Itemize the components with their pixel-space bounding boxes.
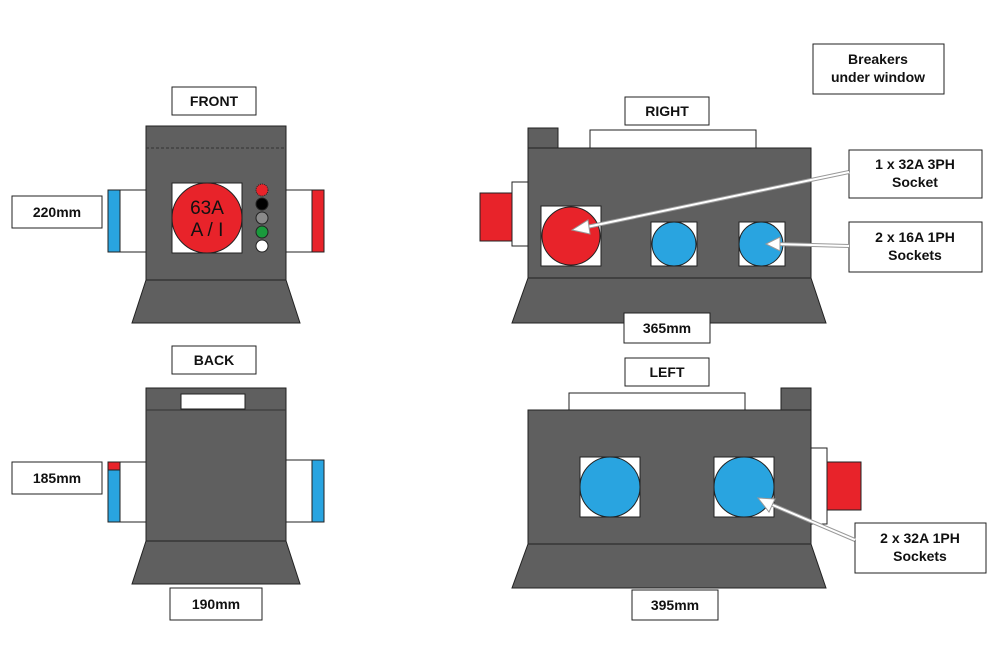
callout-32a-1ph-line2: Sockets: [893, 548, 947, 564]
arrow-16a-line: [774, 243, 850, 247]
callout-32a-1ph-box: [854, 522, 987, 574]
front-title-box: [171, 86, 257, 116]
front-left-socket-blue: [107, 189, 121, 253]
right-socket-16a-1: [651, 221, 697, 267]
right-dimension-box: [623, 312, 711, 344]
callout-32a-3ph-line2: Socket: [892, 174, 938, 190]
arrow-32a-3ph-line: [581, 171, 850, 229]
right-view: RIGHT 365mm: [479, 96, 827, 344]
callout-breakers-line2: under window: [831, 69, 925, 85]
right-hinge-block: [527, 127, 559, 151]
left-inlet-red: [826, 461, 862, 511]
left-inlet-stub: [810, 447, 828, 525]
arrow-16a-head: [764, 236, 781, 252]
front-view: FRONT 63A A / I 220mm: [11, 86, 325, 324]
left-view: LEFT 395mm: [511, 357, 862, 621]
callout-16a-1ph-box: [848, 221, 983, 273]
callout-32a-3ph-line1: 1 x 32A 3PH: [875, 156, 955, 172]
front-indicator-green: [255, 225, 269, 239]
front-right-socket-red: [311, 189, 325, 253]
back-base: [131, 540, 301, 585]
back-view: BACK 185mm 190mm: [11, 345, 325, 621]
left-base: [511, 543, 827, 589]
back-side-dimension: 185mm: [33, 470, 81, 486]
callout-breakers-line1: Breakers: [848, 51, 908, 67]
callout-32a-3ph-box: [848, 149, 983, 199]
back-width-dimension: 190mm: [192, 596, 240, 612]
right-dimension: 365mm: [643, 320, 691, 336]
front-breaker-amps: 63A: [190, 198, 224, 219]
callout-32a-1ph-line1: 2 x 32A 1PH: [880, 530, 960, 546]
front-base: [131, 279, 301, 324]
back-body: [145, 387, 287, 542]
left-window-lid: [568, 392, 746, 411]
right-socket-32a-3ph: [541, 206, 601, 266]
back-right-inlet-blue: [311, 459, 325, 523]
front-indicator-white: [255, 239, 269, 253]
back-left-inlet-red: [107, 461, 121, 471]
front-dimension-box: [11, 195, 103, 229]
arrow-32a-3ph-head: [570, 219, 591, 235]
left-socket-32a-1ph-2: [713, 456, 775, 518]
back-side-dimension-box: [11, 461, 103, 495]
front-indicator-grey: [255, 211, 269, 225]
left-title-box: [624, 357, 710, 387]
right-title-box: [624, 96, 710, 126]
front-title: FRONT: [190, 93, 239, 109]
front-breaker-mode: A / I: [191, 220, 224, 241]
callout-16a-1ph-line1: 2 x 16A 1PH: [875, 229, 955, 245]
right-inlet-red: [479, 192, 513, 242]
callout-16a-1ph-line2: Sockets: [888, 247, 942, 263]
back-title-box: [171, 345, 257, 375]
left-hinge-block: [780, 387, 812, 411]
callout-breakers-box: [812, 43, 945, 95]
left-dimension-box: [631, 589, 719, 621]
right-inlet-stub: [511, 181, 531, 247]
callout-arrows: [570, 170, 856, 542]
left-title: LEFT: [650, 364, 685, 380]
left-socket-32a-1ph-1: [579, 456, 641, 518]
back-title: BACK: [194, 352, 234, 368]
back-left-inlet-blue: [107, 469, 121, 523]
front-indicator-black: [255, 197, 269, 211]
arrow-32a-1ph-head: [756, 497, 776, 513]
back-handle: [180, 393, 246, 410]
right-title: RIGHT: [645, 103, 689, 119]
back-width-dimension-box: [169, 587, 263, 621]
front-indicator-red: [255, 183, 269, 197]
left-dimension: 395mm: [651, 597, 699, 613]
arrow-32a-1ph-line: [767, 502, 856, 541]
right-base: [511, 277, 827, 324]
right-window-lid: [589, 129, 757, 149]
callouts: Breakers under window 1 x 32A 3PH Socket…: [570, 43, 987, 574]
front-main-breaker: [171, 182, 243, 254]
front-dimension: 220mm: [33, 204, 81, 220]
